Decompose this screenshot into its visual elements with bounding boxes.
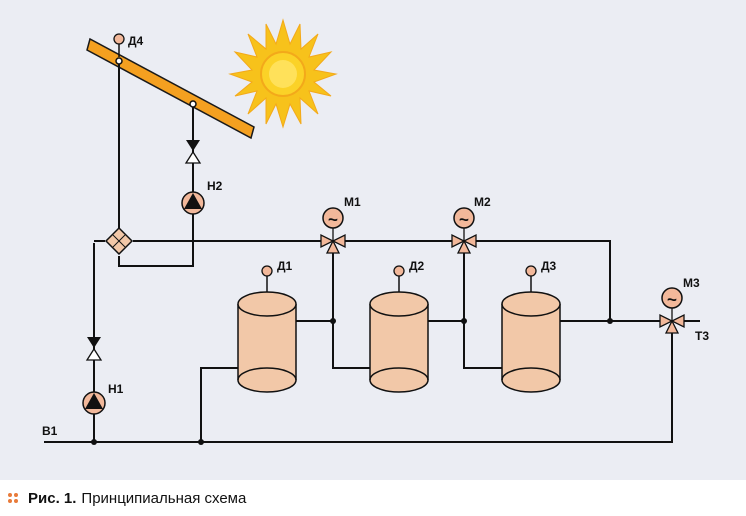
tank-2: [369, 291, 429, 393]
collector-port-bottom: [189, 100, 197, 108]
junction-dots: [91, 318, 613, 445]
caption-prefix: Рис. 1.: [28, 489, 77, 507]
label-m1: М1: [344, 195, 361, 209]
label-t3: Т3: [695, 329, 709, 343]
dots-grid-icon: [8, 493, 18, 503]
label-b1: В1: [42, 424, 58, 438]
figure-caption: Рис. 1. Принципиальная схема: [8, 487, 246, 509]
sensor-d2-icon: [393, 265, 405, 292]
sensor-d4-icon: [113, 33, 125, 57]
label-m3: М3: [683, 276, 700, 290]
three-way-valve-m2: [451, 228, 477, 254]
three-way-valve-m1: [320, 228, 346, 254]
pipe-return-bottom: [44, 330, 673, 443]
tank-3: [501, 291, 561, 393]
pipe-m2-down: [463, 250, 502, 369]
sensor-d1-icon: [261, 265, 273, 292]
pipe-tank1-in: [200, 367, 238, 442]
sensor-d3-icon: [525, 265, 537, 292]
tank-1: [237, 291, 297, 393]
label-d1: Д1: [277, 259, 293, 273]
sun-icon: [228, 18, 338, 129]
svg-text:~: ~: [667, 290, 677, 309]
heating-schematic: ~ ~ ~: [42, 18, 709, 445]
check-valve-h1: [85, 337, 103, 361]
label-d4: Д4: [128, 34, 144, 48]
actuator-m3-icon: ~: [661, 287, 683, 309]
pump-h2-icon: [181, 191, 205, 215]
collector-port-top: [115, 57, 123, 65]
actuator-m2-icon: ~: [453, 207, 475, 229]
label-d2: Д2: [409, 259, 425, 273]
label-d3: Д3: [541, 259, 557, 273]
svg-text:~: ~: [328, 210, 338, 229]
solar-collector: [86, 37, 255, 140]
pipe-supply-top: [94, 240, 611, 321]
check-valve-h2: [184, 140, 202, 164]
three-way-valve-m3: [659, 308, 685, 334]
label-h1: Н1: [108, 382, 124, 396]
svg-text:~: ~: [459, 210, 469, 229]
pipe-m1-down: [332, 250, 370, 369]
caption-text: Принципиальная схема: [81, 489, 247, 507]
pipe-collector-right: [118, 104, 194, 267]
label-m2: М2: [474, 195, 491, 209]
pump-h1-icon: [82, 391, 106, 415]
heat-exchanger-icon: [104, 226, 134, 256]
label-h2: Н2: [207, 179, 223, 193]
actuator-m1-icon: ~: [322, 207, 344, 229]
